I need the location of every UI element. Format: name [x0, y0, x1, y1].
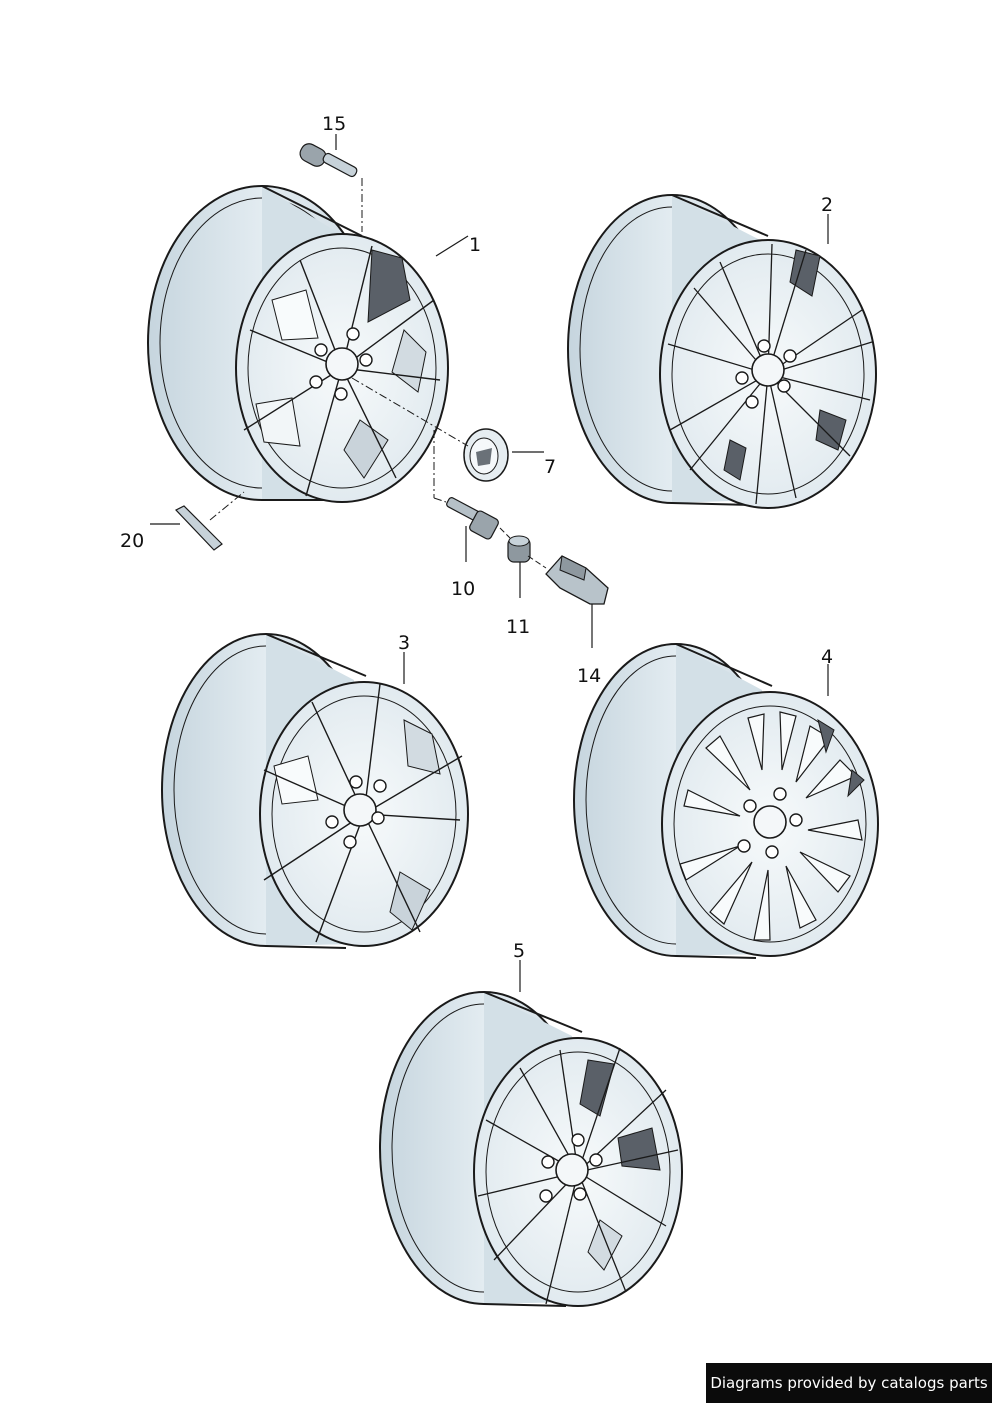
balance-weight [175, 491, 245, 551]
callout-20: 20 [120, 530, 145, 552]
wheel-5 [379, 991, 683, 1307]
callout-7: 7 [544, 456, 557, 478]
wheel-3 [161, 633, 469, 949]
wheel-2 [567, 194, 877, 509]
anti-theft-bolt [499, 527, 531, 563]
bolt-adapter-tool [527, 555, 609, 605]
callout-11: 11 [506, 616, 531, 638]
wheel-4 [573, 643, 879, 959]
callout-15: 15 [322, 113, 347, 135]
wheel-bolt [433, 430, 499, 540]
callout-14: 14 [577, 665, 602, 687]
callout-1: 1 [469, 234, 482, 256]
center-cap [351, 377, 509, 482]
wheel-1 [147, 185, 449, 503]
callout-4: 4 [821, 646, 834, 668]
credit-banner: Diagrams provided by catalogs parts [706, 1363, 992, 1403]
valve-stem [299, 143, 363, 232]
callout-10: 10 [451, 578, 476, 600]
callout-5: 5 [513, 940, 526, 962]
credit-text: Diagrams provided by catalogs parts [710, 1374, 988, 1392]
callout-2: 2 [821, 194, 834, 216]
callout-3: 3 [398, 632, 411, 654]
leader-lines [150, 134, 829, 992]
